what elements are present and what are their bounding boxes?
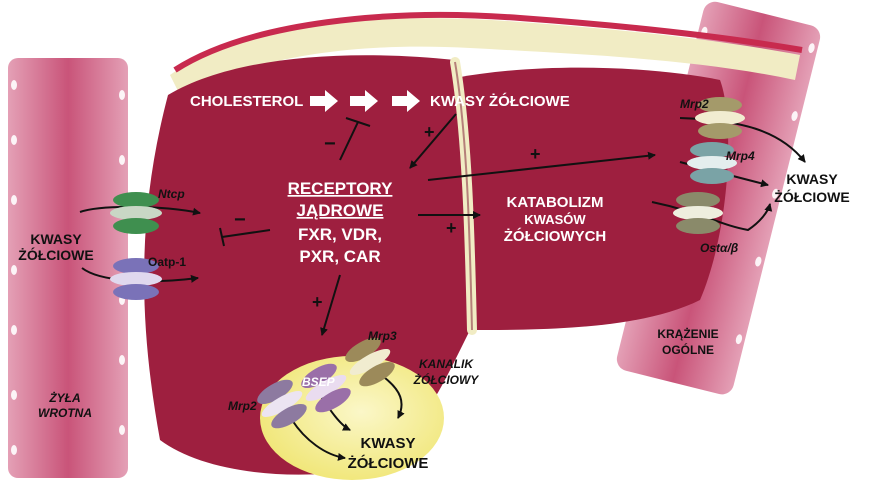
receptors-title-line2: JĄDROWE [297,201,384,220]
receptors-title-line1: RECEPTORY [288,179,394,198]
ntcp-transporter [110,192,162,234]
receptors-list-line2: PXR, CAR [299,247,380,266]
plus-sign-bile-acids: + [424,122,435,142]
bile-acids-bottom-line2: ŻÓŁCIOWE [348,454,429,472]
canaliculus-line2: ŻÓŁCIOWY [413,372,480,387]
catabolism-line3: ŻÓŁCIOWYCH [504,227,607,245]
bile-acids-right-line2: ŻÓŁCIOWE [774,188,849,205]
bsep-label: BSEP [302,375,336,389]
oatp1-label: Oatp-1 [148,255,186,269]
bile-acids-right-line1: KWASY [786,171,838,187]
cholesterol-label: CHOLESTEROL [190,93,303,110]
ntcp-label: Ntcp [158,187,185,201]
portal-vein-line1: ŻYŁA [48,390,80,405]
mrp3-label: Mrp3 [368,329,397,343]
plus-sign-bsep: + [312,292,323,312]
mrp2-bottom-label: Mrp2 [228,399,257,413]
systemic-line1: KRĄŻENIE [657,326,718,341]
minus-sign-synthesis: − [324,133,336,155]
minus-sign-uptake: − [234,209,246,231]
catabolism-line2: KWASÓW [524,212,586,227]
bile-acids-top-label: KWASY ŻÓŁCIOWE [430,92,570,110]
portal-vein-line2: WROTNA [38,406,92,420]
systemic-line2: OGÓLNE [662,342,714,357]
receptors-list-line1: FXR, VDR, [298,225,382,244]
mrp4-label: Mrp4 [726,149,755,163]
mrp2-top-label: Mrp2 [680,97,709,111]
plus-sign-mrp2: + [530,144,541,164]
plus-sign-catabolism: + [446,218,457,238]
bile-acids-bottom-line1: KWASY [360,435,415,452]
canaliculus-line1: KANALIK [419,357,474,371]
bile-acids-left-line1: KWASY [30,231,82,247]
ost-label: Ostα/β [700,241,739,255]
catabolism-line1: KATABOLIZM [507,194,604,211]
bile-acids-left-line2: ŻÓŁCIOWE [18,246,93,263]
ost-alpha-beta-transporter [673,192,723,234]
